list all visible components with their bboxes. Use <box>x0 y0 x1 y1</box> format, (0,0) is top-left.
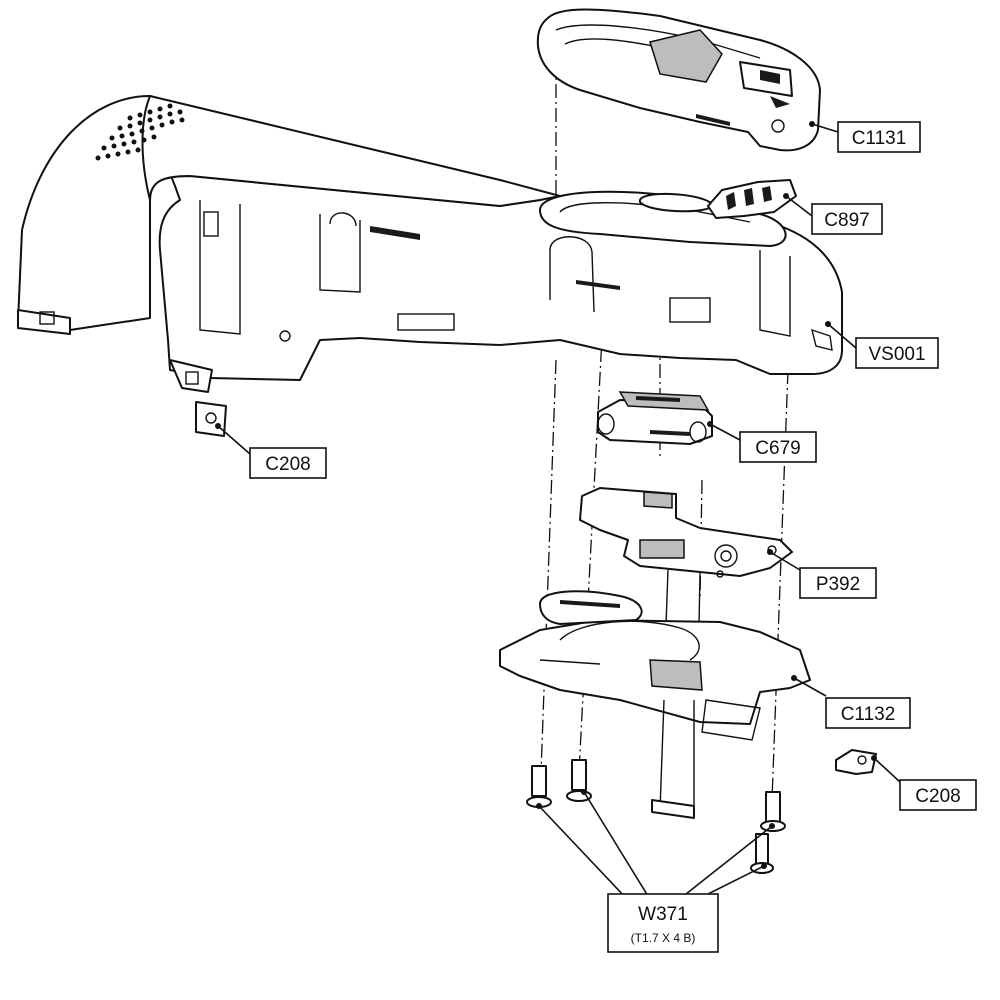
leader-lines <box>215 121 901 899</box>
screws-w371 <box>526 759 786 874</box>
callout-w371-spec: (T1.7 X 4 B) <box>631 931 696 945</box>
button-c897 <box>707 179 797 219</box>
callout-c1132: C1132 <box>825 697 911 729</box>
screw-1 <box>526 765 552 808</box>
callout-vs001: VS001 <box>855 337 939 369</box>
svg-text:C679: C679 <box>755 438 800 459</box>
screw-3 <box>760 791 786 832</box>
screw-2 <box>566 759 592 802</box>
clip-c208-right <box>835 749 877 775</box>
callout-c208-left: C208 <box>249 447 327 479</box>
main-body-vs001 <box>17 95 843 393</box>
svg-text:W371: W371 <box>638 904 688 925</box>
callout-p392: P392 <box>799 567 877 599</box>
top-cover-c1131 <box>536 8 821 152</box>
callout-c679: C679 <box>739 431 817 463</box>
svg-text:C897: C897 <box>824 210 869 231</box>
svg-text:VS001: VS001 <box>868 344 925 365</box>
svg-text:C1131: C1131 <box>852 128 907 149</box>
callout-c1131: C1131 <box>837 121 921 153</box>
svg-text:C1132: C1132 <box>841 704 896 725</box>
callout-w371: W371 (T1.7 X 4 B) <box>607 893 719 953</box>
callout-c208-right: C208 <box>899 779 977 811</box>
svg-text:C208: C208 <box>265 454 310 475</box>
switch-c679 <box>597 391 713 445</box>
svg-text:P392: P392 <box>816 574 860 595</box>
speaker-grille-holes <box>95 103 185 161</box>
base-plate-c1132 <box>499 590 811 819</box>
clip-c208-left <box>195 401 227 437</box>
callout-c897: C897 <box>811 203 883 235</box>
svg-text:C208: C208 <box>915 786 960 807</box>
